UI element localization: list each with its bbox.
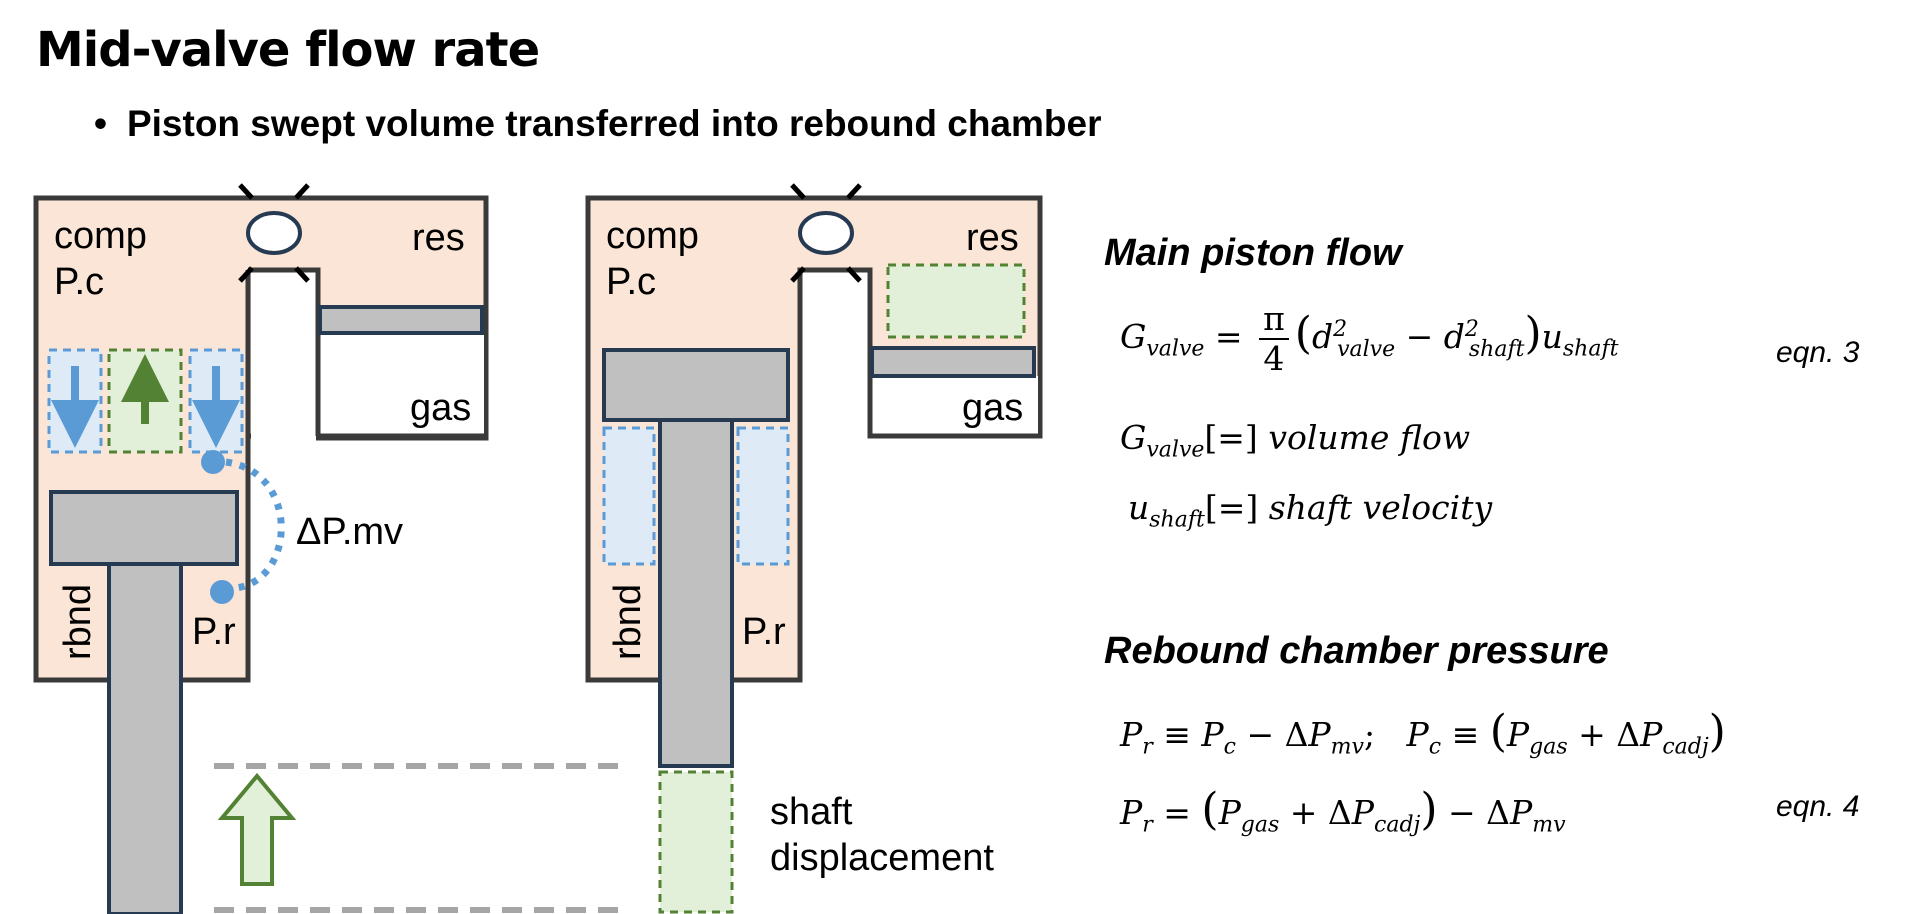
left-res-label: res xyxy=(412,217,465,259)
bullet-text: Piston swept volume transferred into reb… xyxy=(126,103,1102,144)
shaft-label-line2: displacement xyxy=(770,837,994,879)
left-comp-label: comp xyxy=(54,215,147,257)
right-rbnd-label: rbnd xyxy=(607,584,649,660)
left-reservoir-gas xyxy=(318,330,484,436)
shaft-displacement: shaft displacement xyxy=(214,763,994,914)
left-valve xyxy=(246,211,302,255)
eqn4-label: eqn. 4 xyxy=(1776,790,1860,823)
right-reservoir-gas xyxy=(872,376,1038,434)
gvalve-units: Gvalve[=] volume flow xyxy=(1120,418,1471,463)
right-green-gas-volume xyxy=(886,263,1026,339)
left-damper: comp P.c res gas P.r rbnd ΔP.mv xyxy=(33,183,489,914)
section-main-piston-flow: Main piston flow xyxy=(1104,232,1402,274)
shaft-label-line1: shaft xyxy=(770,791,853,833)
left-rbnd-label: rbnd xyxy=(57,584,99,660)
page-title: Mid-valve flow rate xyxy=(36,22,540,78)
dp-curve xyxy=(225,458,285,592)
left-upper-pressure-dot xyxy=(201,450,225,474)
gvalve-units-text: volume flow xyxy=(1268,418,1471,457)
left-pr-label: P.r xyxy=(192,611,236,653)
eqn3-label: eqn. 3 xyxy=(1776,336,1860,369)
left-gas-piston xyxy=(318,305,484,335)
left-shaft xyxy=(107,562,183,914)
right-blue-volume-1 xyxy=(602,426,656,566)
right-pc-label: P.c xyxy=(606,261,656,303)
right-shaft xyxy=(658,418,734,768)
ushaft-units-text: shaft velocity xyxy=(1268,488,1493,527)
left-lower-pressure-dot xyxy=(210,580,234,604)
right-pr-label: P.r xyxy=(742,611,786,653)
right-damper: comp P.c res gas P.r rbnd xyxy=(585,183,1043,768)
ushaft-units: ushaft[=] shaft velocity xyxy=(1128,488,1493,533)
rebound-definition-equation: Pr ≡ Pc − ΔPmv; Pc ≡ (Pgas + ΔPcadj) xyxy=(1120,706,1726,760)
dp-label: ΔP.mv xyxy=(296,511,403,553)
right-gas-label: gas xyxy=(962,387,1023,429)
bullet-point: • Piston swept volume transferred into re… xyxy=(94,103,1101,145)
right-piston xyxy=(602,348,790,422)
left-piston xyxy=(49,490,239,566)
right-valve xyxy=(798,211,854,255)
right-gas-piston xyxy=(870,346,1036,378)
left-gas-label: gas xyxy=(410,387,471,429)
equation-4: Pr = (Pgas + ΔPcadj) − ΔPmv xyxy=(1120,784,1566,838)
section-rebound-chamber-pressure: Rebound chamber pressure xyxy=(1104,630,1609,672)
bullet-dot: • xyxy=(94,103,107,144)
left-pc-label: P.c xyxy=(54,261,104,303)
right-blue-volume-2 xyxy=(736,426,790,566)
right-comp-label: comp xyxy=(606,215,699,257)
right-res-label: res xyxy=(966,217,1019,259)
displacement-green-volume xyxy=(658,770,734,914)
displacement-up-arrow xyxy=(217,772,297,886)
